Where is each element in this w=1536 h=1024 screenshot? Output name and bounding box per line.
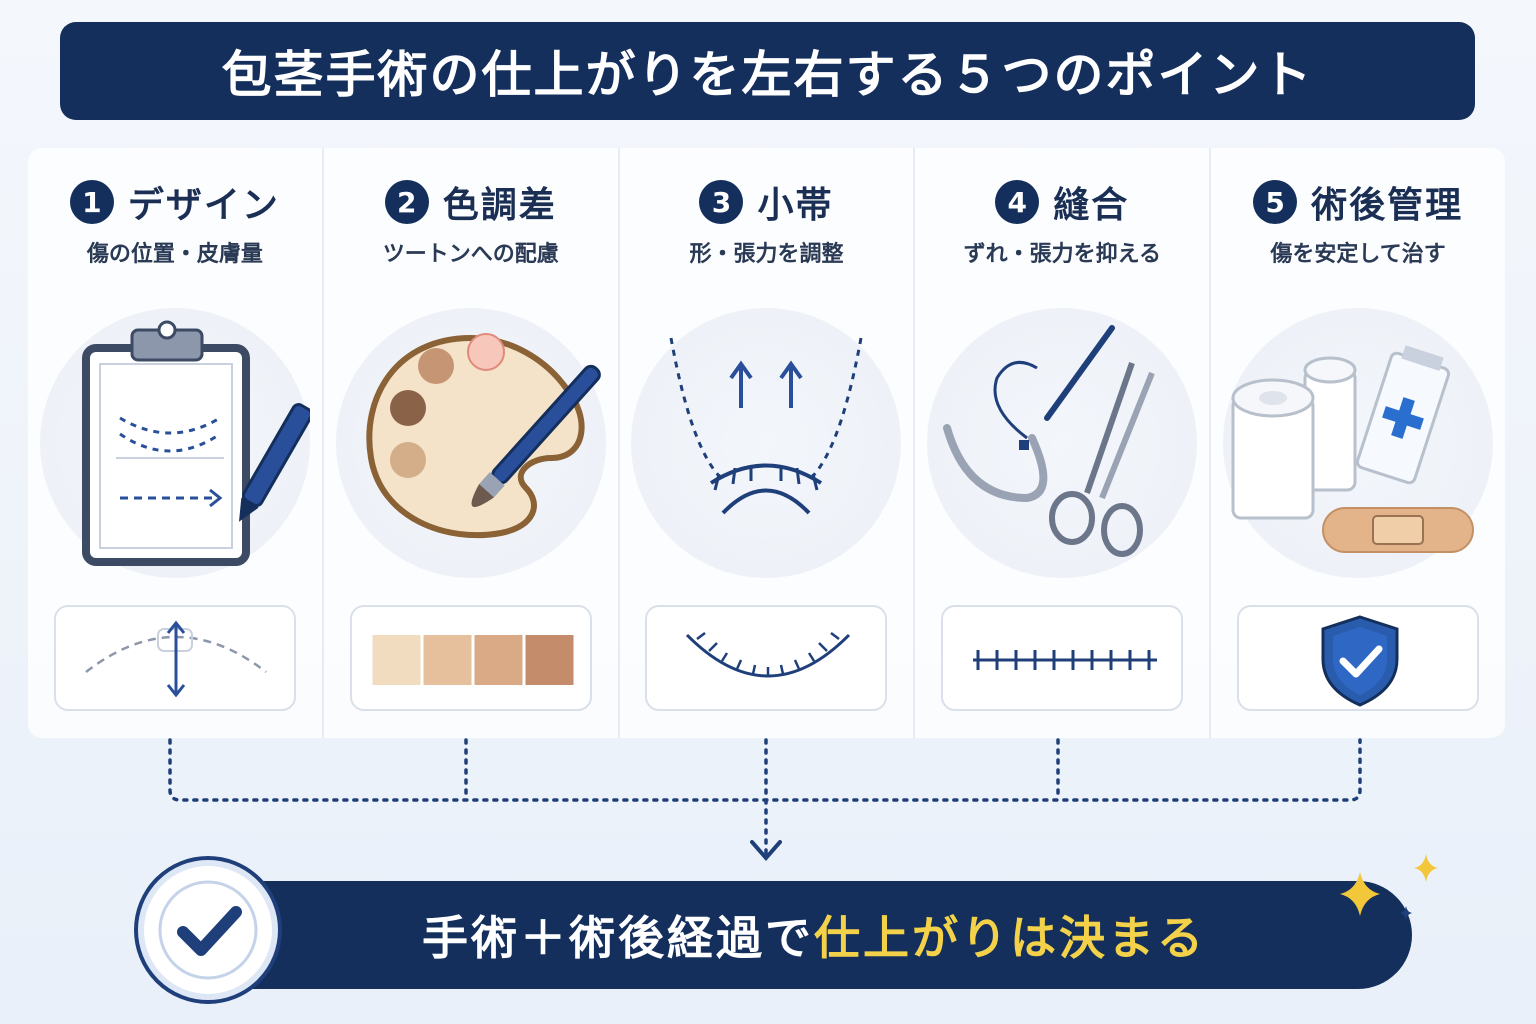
- result-prefix: 手術＋術後経過で: [422, 911, 814, 965]
- result-highlight: 仕上がりは決まる: [814, 911, 1206, 965]
- point-subtitle: 形・張力を調整: [689, 242, 844, 267]
- curved-suture-icon: [645, 605, 888, 711]
- point-number: 1: [69, 180, 114, 224]
- point-card-design: 1 デザイン 傷の位置・皮膚量: [28, 148, 324, 738]
- needle-scissors-icon: [927, 308, 1198, 578]
- clipboard-pen-icon: [39, 308, 310, 578]
- page-title: 包茎手術の仕上がりを左右する５つのポイント: [221, 46, 1314, 104]
- frenulum-suture-icon: [631, 308, 902, 578]
- point-title: 色調差: [442, 185, 557, 226]
- flow-connectors: [168, 738, 1362, 862]
- point-title: デザイン: [127, 185, 280, 226]
- card-header: 4 縫合: [915, 176, 1209, 228]
- point-title: 縫合: [1053, 185, 1130, 226]
- sparkle-icon: [1340, 854, 1438, 920]
- palette-brush-icon: [335, 308, 606, 578]
- result-text: 手術＋術後経過で仕上がりは決まる: [422, 902, 1206, 968]
- points-panel: 1 デザイン 傷の位置・皮膚量: [28, 148, 1505, 738]
- point-subtitle: 傷の位置・皮膚量: [86, 242, 263, 267]
- card-header: 3 小帯: [620, 176, 914, 228]
- skin-tone-swatch: [525, 635, 574, 685]
- point-card-color-difference: 2 色調差 ツートンへの配慮: [324, 148, 620, 738]
- skin-tone-swatch: [372, 635, 421, 685]
- bandage-ointment-icon: [1223, 308, 1494, 578]
- straight-suture-icon: [941, 605, 1184, 711]
- title-banner: 包茎手術の仕上がりを左右する５つのポイント: [60, 22, 1475, 120]
- skin-tone-swatch: [474, 635, 523, 685]
- card-header: 5 術後管理: [1211, 176, 1505, 228]
- card-header: 1 デザイン: [28, 176, 322, 228]
- point-title: 術後管理: [1311, 185, 1464, 226]
- result-banner: 手術＋術後経過で仕上がりは決まる: [176, 881, 1412, 989]
- skin-tone-swatch: [423, 635, 472, 685]
- point-number: 3: [699, 180, 744, 224]
- point-subtitle: ツートンへの配慮: [382, 242, 559, 267]
- point-number: 5: [1253, 180, 1298, 224]
- point-card-suturing: 4 縫合 ずれ・張力を抑える: [915, 148, 1212, 738]
- check-icon: [134, 856, 282, 1004]
- point-card-frenulum: 3 小帯 形・張力を調整: [620, 148, 916, 738]
- point-subtitle: 傷を安定して治す: [1270, 242, 1446, 267]
- skin-tone-swatches: [349, 605, 592, 711]
- card-header: 2 色調差: [324, 176, 618, 228]
- shield-check-icon: [1237, 605, 1480, 711]
- point-number: 4: [995, 180, 1040, 224]
- point-card-aftercare: 5 術後管理 傷を安定して治す: [1211, 148, 1505, 738]
- point-title: 小帯: [757, 185, 834, 226]
- point-number: 2: [384, 180, 429, 224]
- point-subtitle: ずれ・張力を抑える: [963, 242, 1161, 267]
- vertical-adjust-icon: [53, 605, 296, 711]
